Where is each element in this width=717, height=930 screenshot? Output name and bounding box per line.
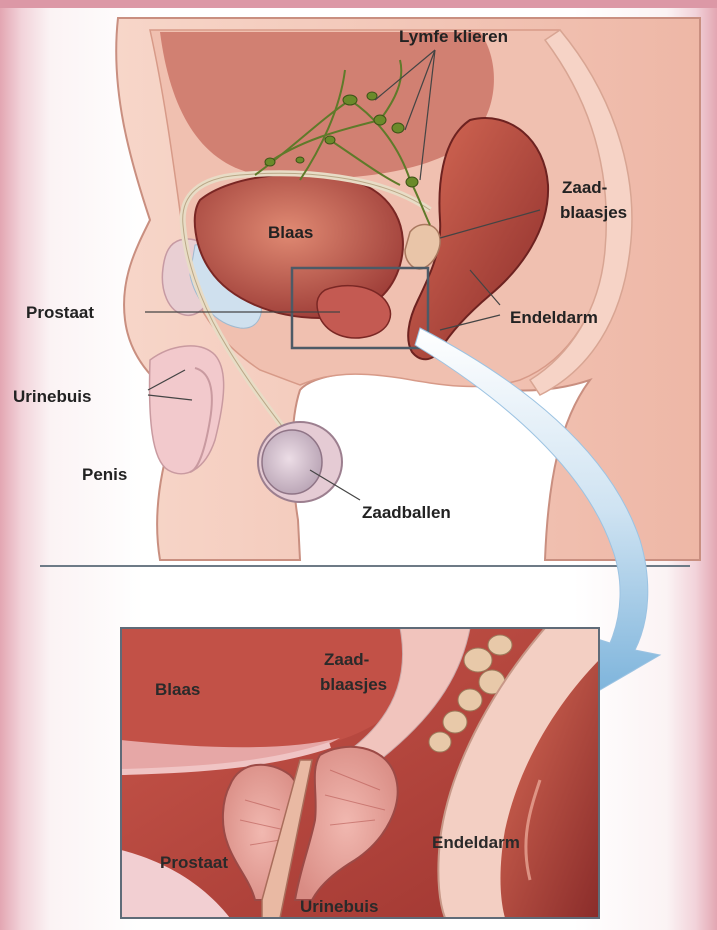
detail-label-urethra: Urinebuis <box>300 897 378 916</box>
label-lymph-nodes: Lymfe klieren <box>399 27 508 46</box>
lymph-node <box>392 123 404 133</box>
testicle-organ <box>262 430 322 494</box>
detail-label-seminal-vesicles-2: blaasjes <box>320 675 387 694</box>
lymph-node <box>296 157 304 163</box>
detail-label-seminal-vesicles-1: Zaad- <box>324 650 369 669</box>
lymph-node <box>265 158 275 166</box>
detail-label-prostate: Prostaat <box>160 853 228 872</box>
detail-label-bladder: Blaas <box>155 680 200 699</box>
body-cross-section <box>116 18 700 560</box>
label-penis: Penis <box>82 465 127 484</box>
label-urethra: Urinebuis <box>13 387 91 406</box>
detail-cross-section <box>121 628 599 918</box>
lymph-node <box>325 136 335 144</box>
label-bladder: Blaas <box>268 223 313 242</box>
detail-label-rectum: Endeldarm <box>432 833 520 852</box>
lymph-node <box>406 177 418 187</box>
label-testicles: Zaadballen <box>362 503 451 522</box>
label-seminal-vesicles-1: Zaad- <box>562 178 607 197</box>
lymph-node <box>343 95 357 105</box>
label-rectum: Endeldarm <box>510 308 598 327</box>
lymph-node <box>374 115 386 125</box>
label-prostate: Prostaat <box>26 303 94 322</box>
label-seminal-vesicles-2: blaasjes <box>560 203 627 222</box>
lymph-node <box>367 92 377 100</box>
